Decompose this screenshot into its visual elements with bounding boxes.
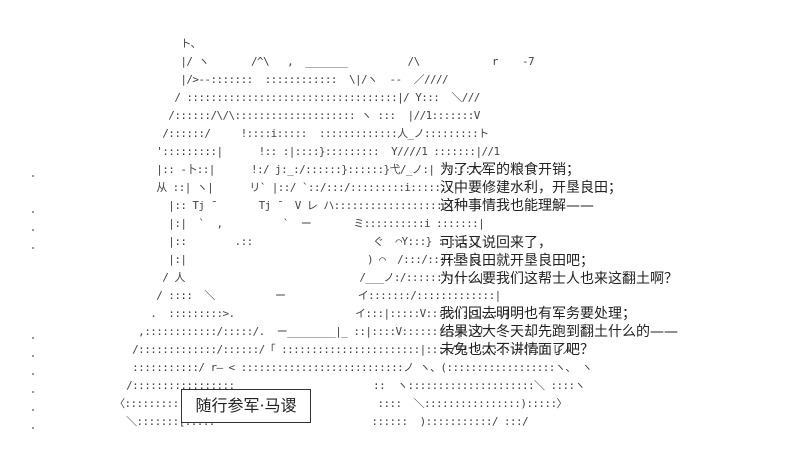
dialog-line: 可话又说回来了，	[440, 235, 552, 251]
margin-dot	[32, 373, 34, 375]
dialog-line: 开垦良田就开垦良田吧；	[440, 253, 594, 269]
margin-dot	[32, 175, 34, 177]
dialog-line: 为了大军的粮食开销；	[440, 162, 580, 178]
dialog-line: 我们回去明明也有军务要处理；	[440, 306, 636, 322]
character-caption-box: 随行参军·马谡	[181, 389, 311, 423]
aa-line-9: |:: Tj ̄ Tj ̄ V レ ハ:::::::::::::::::::|	[90, 199, 455, 212]
aa-line-15: . :::::::::>. イ:::|:::::V::::::::i::::|	[90, 307, 510, 320]
dialog-line: 为什么要我们这帮士人也来这翻土啊？	[440, 271, 678, 287]
aa-line-5: /::::::/ !::::i::::: :::::::::::::人_ノ:::…	[90, 127, 489, 140]
aa-line-16: ,::::::::::::/:::::/. ー________|_ ::|:::…	[90, 325, 485, 338]
aa-line-18: :::::::::::/ r― < ::::::::::::::::::::::…	[90, 361, 593, 374]
dialog-line: 未免也太不讲情面了吧？	[440, 342, 594, 358]
margin-dot	[32, 247, 34, 249]
aa-line-19: /::::::::::::::::: :: ヽ:::::::::::::::::…	[90, 379, 585, 392]
margin-dot	[32, 355, 34, 357]
margin-dot	[32, 229, 34, 231]
margin-dot	[32, 337, 34, 339]
aa-line-4: /::::::/\/\:::::::::::::::::::: ヽ ::: |/…	[90, 109, 480, 122]
dialog-line: 汉中要修建水利，开垦良田；	[440, 180, 622, 196]
aa-line-7: |:: -卜::| !:/ j:_:/::::::}::::::}弋/_ノ:| …	[90, 163, 487, 176]
aa-line-14: / :::: ＼ ー イ:::::::/:::::::::::::|	[90, 289, 501, 302]
aa-line-10: |:| ` , ` ー ミ::::::::::i :::::::|	[90, 217, 485, 230]
margin-dot	[32, 409, 34, 411]
aa-line-2: |/>--::::::: :::::::::::: \|/ヽ -- ／////	[90, 73, 449, 86]
aa-line-1: |/ ヽ /^\ , _______ /\ r -7	[90, 55, 535, 68]
aa-line-20: 〈:::::::::::::::/ :::: ＼::::::::::::::::…	[90, 397, 567, 410]
aa-line-12: |:| ) ⌒ /:::/::::::::|	[90, 253, 482, 266]
aa-line-17: /:::::::::::::/::::::/「 ::::::::::::::::…	[90, 343, 573, 356]
margin-dot	[32, 391, 34, 393]
aa-line-0: ト、	[90, 37, 201, 50]
aa-line-21: ＼:::::::[::::: :::::: ):::::::::::/ :::/	[126, 415, 529, 428]
aa-line-11: |:: .:: ぐ ⌒Y:::} ::::::|	[90, 235, 480, 248]
dialog-line: 这种事情我也能理解——	[440, 198, 594, 214]
aa-line-8: 从 ::| ヽ| リ` |::/ `::/:::/:::::::::i:::::…	[90, 181, 459, 194]
dialog-line: 结果这大冬天却先跑到翻土什么的——	[440, 324, 678, 340]
margin-dot	[32, 211, 34, 213]
aa-line-6: ':::::::::| !:: :|::::}::::::::: Y////1 …	[90, 145, 500, 158]
aa-line-13: / 人 /___ノ:/::::::::::::|	[90, 271, 485, 284]
margin-dot	[32, 427, 34, 429]
aa-line-3: / :::::::::::::::::::::::::::::::::::|/ …	[90, 91, 480, 104]
